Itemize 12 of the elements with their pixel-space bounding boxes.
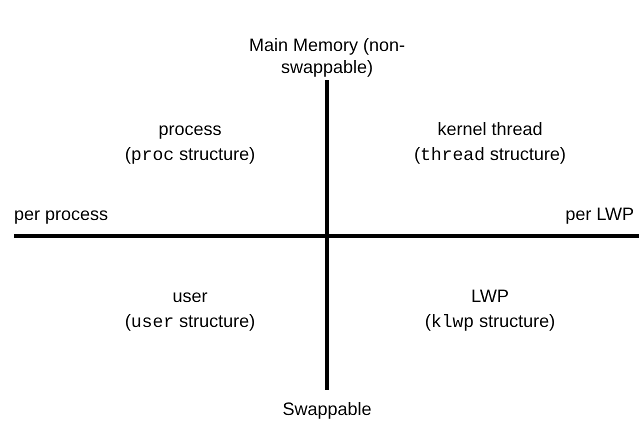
axis-title: Swappable <box>281 398 373 420</box>
axis-title: per LWP <box>564 203 634 225</box>
quadrant-subtitle: (thread structure) <box>413 143 567 167</box>
quadrant-title: LWP <box>470 285 510 307</box>
axis-title: per process <box>14 203 110 225</box>
quadrant-title: process <box>157 118 223 140</box>
quadrant-subtitle: (klwp structure) <box>424 310 556 334</box>
axis-title: Main Memory (non-swappable) <box>248 34 406 78</box>
quadrant-title: user <box>171 285 208 307</box>
quadrant-subtitle: (proc structure) <box>124 143 256 167</box>
quadrant-title: kernel thread <box>436 118 544 140</box>
quadrant-subtitle: (user structure) <box>124 310 256 334</box>
